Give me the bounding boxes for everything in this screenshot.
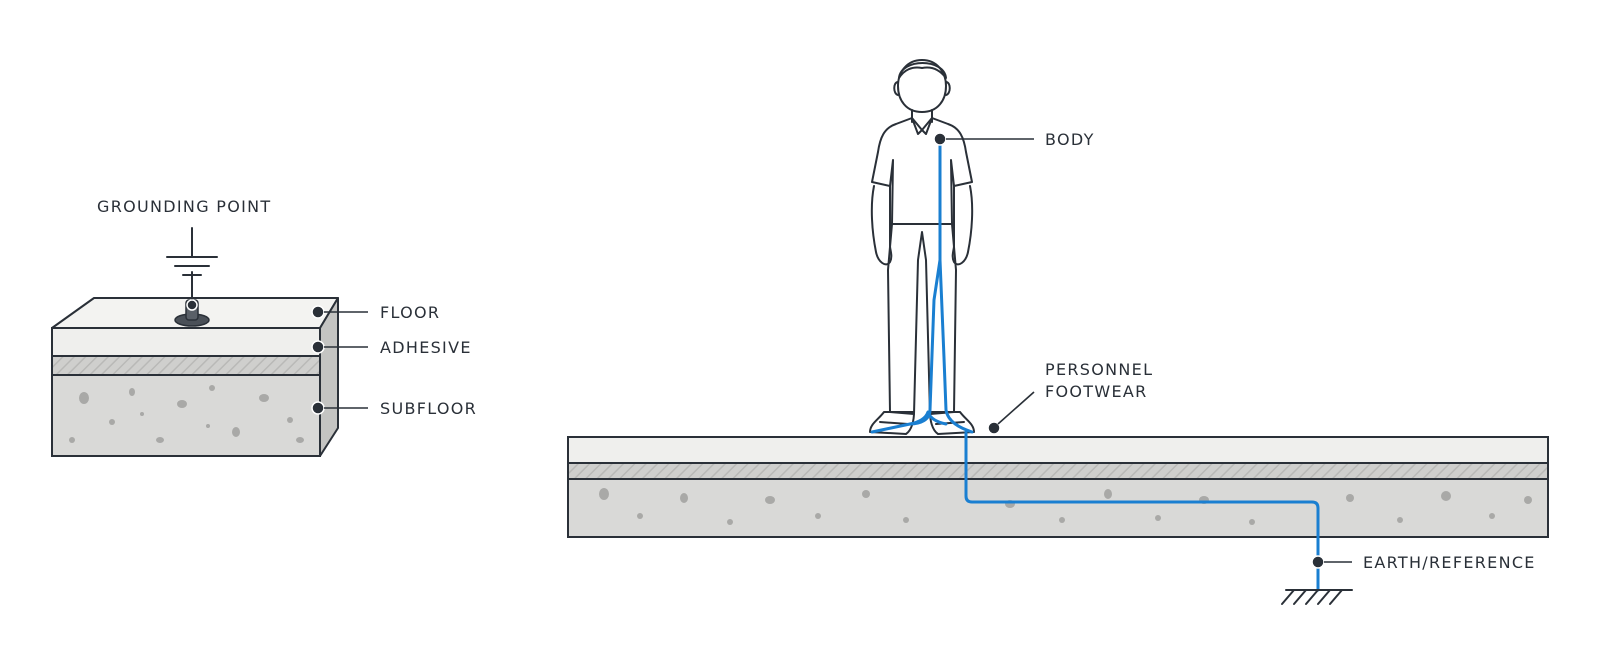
conduction-path — [870, 137, 1320, 592]
adhesive-label: ADHESIVE — [380, 338, 472, 357]
grounding-point-label: GROUNDING POINT — [97, 197, 271, 216]
body-callout: BODY — [933, 130, 1095, 149]
floor-strip-subfloor — [567, 478, 1549, 538]
earth-hatch-symbol-icon — [1281, 589, 1353, 605]
body-label: BODY — [1045, 130, 1095, 149]
footwear-label-line2: FOOTWEAR — [1045, 382, 1148, 401]
earth-reference-callout: EARTH/REFERENCE — [1311, 553, 1536, 572]
floor-strip-aggregate — [599, 488, 1532, 525]
person-figure-icon — [869, 59, 975, 435]
subfloor-callout: SUBFLOOR — [311, 399, 477, 418]
grounding-point: GROUNDING POINT — [97, 197, 271, 327]
subfloor-label: SUBFLOOR — [380, 399, 477, 418]
footwear-callout: PERSONNEL FOOTWEAR — [987, 360, 1153, 435]
floor-callout: FLOOR — [311, 303, 440, 322]
footwear-label-line1: PERSONNEL — [1045, 360, 1153, 379]
ground-symbol-icon — [166, 227, 218, 276]
floor-layer — [51, 327, 321, 357]
subfloor-aggregate — [69, 385, 304, 443]
block-side-face — [319, 297, 339, 457]
adhesive-layer — [51, 355, 321, 376]
floor-strip — [567, 436, 1549, 538]
adhesive-callout: ADHESIVE — [311, 338, 472, 357]
subfloor-layer — [51, 374, 321, 457]
floor-label: FLOOR — [380, 303, 440, 322]
floor-strip-top — [567, 436, 1549, 464]
earth-reference-label: EARTH/REFERENCE — [1363, 553, 1536, 572]
floor-strip-adhesive — [567, 462, 1549, 480]
